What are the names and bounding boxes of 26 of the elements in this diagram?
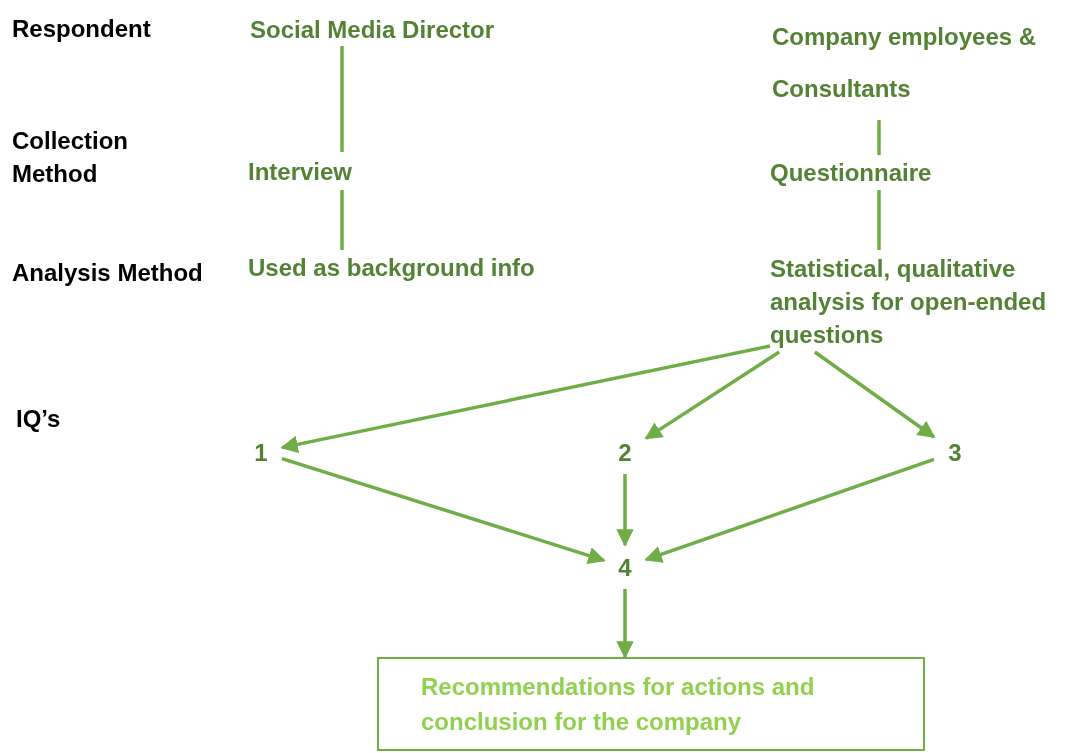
row-heading: Respondent [12, 14, 152, 44]
row-heading: Collection Method [12, 126, 129, 189]
row-heading: Analysis Method [12, 258, 204, 288]
arrow [813, 350, 936, 439]
step-label: Social Media Director [250, 14, 495, 45]
step-label: Statistical, qualitative analysis for open-ended questions [770, 253, 1048, 350]
arrow [616, 589, 634, 659]
arrow [616, 474, 634, 547]
arrow [644, 350, 781, 440]
question-number: 2 [618, 437, 632, 468]
arrow [281, 456, 606, 564]
arrow [280, 344, 771, 453]
question-number: 4 [618, 552, 632, 583]
question-number: 3 [948, 437, 962, 468]
connector-line [340, 46, 344, 152]
step-label: Company employees & Consultants [772, 22, 1038, 104]
arrow [644, 457, 935, 563]
connector-line [877, 120, 881, 155]
step-label: Used as background info [248, 252, 535, 283]
row-heading: IQ’s [16, 404, 62, 434]
step-label: Questionnaire [770, 158, 932, 188]
question-number: 1 [254, 437, 268, 468]
connector-line [340, 190, 344, 250]
step-label: Interview [248, 156, 353, 187]
connector-line [877, 190, 881, 250]
conclusion-box: Recommendations for actions and conclusion for the company [377, 657, 925, 751]
